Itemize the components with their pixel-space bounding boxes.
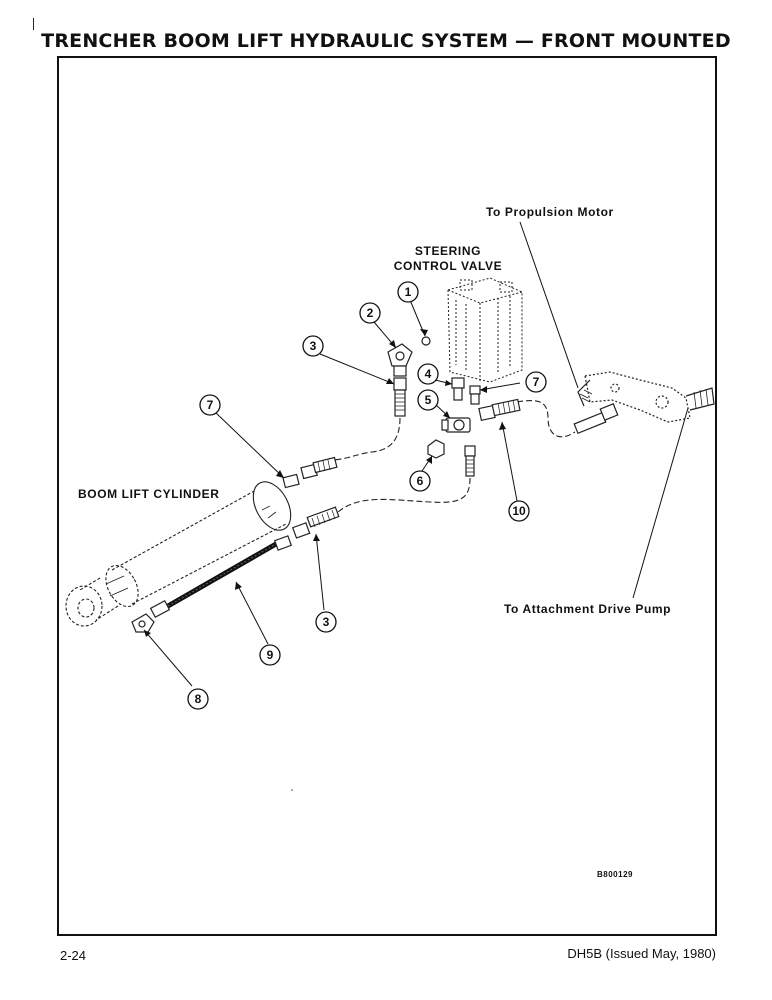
svg-text:8: 8 <box>195 692 202 706</box>
svg-text:10: 10 <box>512 504 526 518</box>
callout-6: 6 <box>409 470 431 492</box>
label-propulsion-motor: To Propulsion Motor <box>486 205 614 219</box>
hose-3-bottom-run <box>337 477 471 513</box>
hose-3-top <box>393 377 407 417</box>
boom-lift-cylinder <box>65 481 292 627</box>
page-number: 2-24 <box>60 948 87 963</box>
svg-text:3: 3 <box>323 615 330 629</box>
hose-3-top-run <box>333 417 401 461</box>
nut-6 <box>427 439 445 459</box>
hose-10-fitting-left <box>478 398 521 422</box>
diagram-frame <box>57 56 717 936</box>
steering-control-valve <box>447 277 523 383</box>
label-attachment-pump: To Attachment Drive Pump <box>504 602 671 616</box>
svg-text:7: 7 <box>207 398 214 412</box>
callout-1: 1 <box>397 281 419 303</box>
callout-9: 9 <box>259 644 281 666</box>
leader-propulsion-motor <box>519 221 579 389</box>
arrowheads <box>144 329 506 637</box>
svg-text:2: 2 <box>367 306 374 320</box>
svg-text:5: 5 <box>425 393 432 407</box>
fitting-7-left <box>282 456 338 489</box>
svg-text:1: 1 <box>405 285 412 299</box>
callout-3-top: 3 <box>302 335 324 357</box>
fitting-7-right <box>469 385 481 405</box>
svg-text:4: 4 <box>425 367 432 381</box>
hose-10 <box>516 400 576 438</box>
label-steering-valve-2: CONTROL VALVE <box>394 259 502 273</box>
label-steering-valve-1: STEERING <box>415 244 481 258</box>
hose-10-fitting-right <box>573 403 619 435</box>
hose-3-bottom <box>273 506 340 551</box>
page-title: TRENCHER BOOM LIFT HYDRAULIC SYSTEM — FR… <box>41 30 731 52</box>
hose-9-end-fitting <box>149 600 171 618</box>
elbow-fitting-8 <box>131 613 155 633</box>
adapter-1 <box>421 336 431 346</box>
scan-speck <box>291 789 293 791</box>
callout-4: 4 <box>417 363 439 385</box>
svg-text:9: 9 <box>267 648 274 662</box>
label-boom-lift-cylinder: BOOM LIFT CYLINDER <box>78 487 219 501</box>
leader-attachment-pump <box>632 407 689 599</box>
callout-7-left: 7 <box>199 394 221 416</box>
margin-mark <box>33 18 34 30</box>
fitting-4 <box>451 377 465 401</box>
callout-10: 10 <box>508 500 530 522</box>
callout-3-bottom: 3 <box>315 611 337 633</box>
callout-8: 8 <box>187 688 209 710</box>
pump-fitting-assembly <box>577 371 715 423</box>
tee-lower-fitting <box>464 445 476 477</box>
document-reference: DH5B (Issued May, 1980) <box>567 946 716 961</box>
svg-text:7: 7 <box>533 375 540 389</box>
figure-number: B800129 <box>597 870 633 879</box>
svg-text:6: 6 <box>417 474 424 488</box>
callout-5: 5 <box>417 389 439 411</box>
callout-7-right: 7 <box>525 371 547 393</box>
tee-fitting-5 <box>441 417 471 433</box>
callout-2: 2 <box>359 302 381 324</box>
elbow-fitting-2 <box>387 343 413 377</box>
svg-text:3: 3 <box>310 339 317 353</box>
hose-9 <box>166 541 278 609</box>
